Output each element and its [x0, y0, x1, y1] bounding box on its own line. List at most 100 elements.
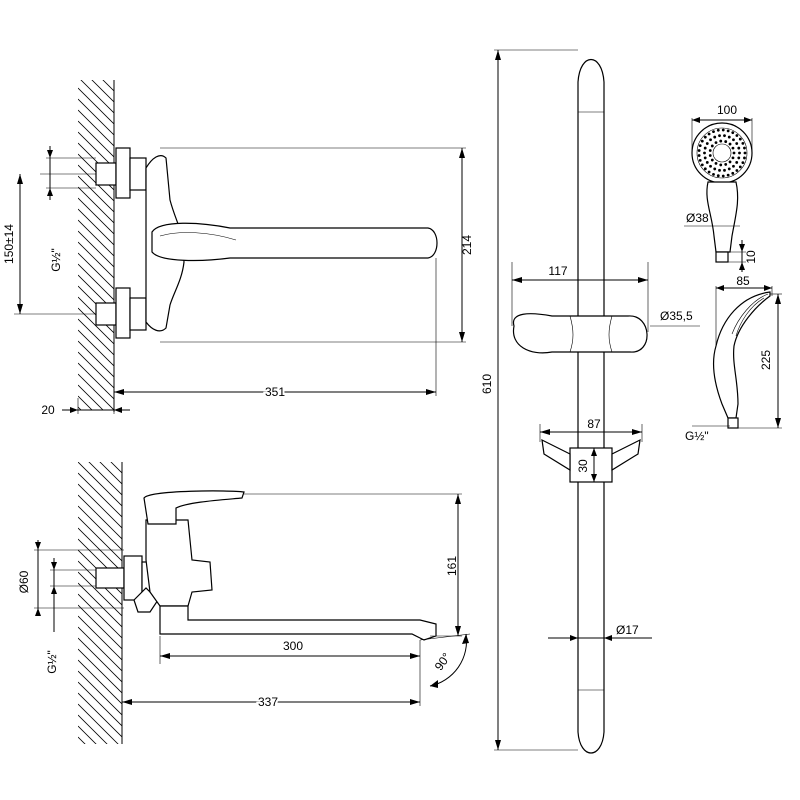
hatch-line [121, 462, 122, 463]
nozzle-dot [698, 158, 702, 162]
nozzle-dot [714, 141, 718, 145]
nozzle-dot [703, 135, 707, 139]
hatch-line [78, 494, 122, 540]
nozzle-dot [707, 132, 711, 136]
mixer-side-lever [143, 490, 245, 525]
hatch-line [80, 80, 114, 114]
hatch-line [78, 571, 122, 617]
nozzle-dot [743, 146, 746, 150]
dim-thread-label: G½" [49, 248, 63, 272]
hatch-line [78, 483, 122, 529]
hatch-line [78, 230, 114, 268]
nozzle-dot [718, 168, 721, 172]
nozzle-dot [737, 146, 741, 150]
dim-neck-label: 10 [744, 250, 758, 264]
nozzle-dot [713, 135, 717, 139]
hatch-line [78, 384, 104, 410]
hatch-line [78, 659, 122, 705]
dim-head-diameter-label: 100 [717, 103, 737, 117]
shower-holder [512, 313, 648, 354]
nozzle-dot [731, 156, 735, 160]
shower-head-side [712, 291, 771, 429]
hatch-line [78, 318, 114, 356]
nozzle-dot [738, 137, 742, 141]
nozzle-dot [743, 156, 746, 160]
hatch-line [78, 329, 114, 367]
nozzle-dot [709, 164, 712, 168]
hatch-line [78, 736, 86, 744]
shower-head-front [691, 122, 753, 263]
dim-center-distance-label: 150±14 [2, 224, 16, 264]
hatch-line [113, 80, 114, 81]
nozzle-dot [732, 164, 735, 168]
hatch-line [99, 462, 122, 485]
nozzle-dot [737, 156, 741, 160]
wall-connector-lower [95, 287, 147, 339]
nozzle-dot [703, 156, 707, 160]
dim-diameter-label: Ø60 [17, 570, 31, 593]
hatch-line [78, 670, 122, 716]
hatch-line [78, 219, 114, 257]
nozzle-dot [727, 135, 731, 139]
nozzle-dot [723, 168, 726, 172]
nozzle-dot [716, 128, 720, 132]
hatch-line [78, 186, 114, 224]
nozzle-dot [705, 142, 709, 145]
hatch-line [78, 131, 114, 169]
nozzle-dot [705, 161, 709, 164]
dim-holder-diameter-label: Ø35,5 [660, 309, 693, 323]
nozzle-dot [735, 134, 739, 137]
hatch-line [78, 725, 97, 744]
nozzle-dot [735, 161, 739, 164]
hatch-line [78, 681, 122, 727]
hatch-line [78, 429, 114, 465]
hatch-line [78, 759, 122, 800]
hatch-line [78, 748, 122, 792]
dim-spout-height-label: 161 [445, 556, 459, 576]
dim-total-reach-label: 337 [258, 695, 278, 709]
dim-holder-width-label: 117 [548, 264, 567, 278]
dim-spout-length-label: 300 [283, 639, 303, 653]
dim-handshower-thread-label: G½" [685, 429, 709, 443]
hatch-line [78, 604, 122, 650]
dim-height-label: 214 [460, 235, 474, 255]
nozzle-dot [713, 167, 717, 171]
hatch-line [78, 472, 122, 518]
hatch-line [78, 362, 114, 400]
nozzle-dot [724, 140, 728, 143]
dim-wall-offset-label: 20 [41, 403, 55, 417]
nozzle-dot [716, 174, 720, 178]
nozzle-dot [712, 172, 715, 176]
nozzle-dot [723, 134, 726, 138]
hatch-line [78, 98, 114, 136]
hatch-line [91, 80, 114, 103]
hatch-line [102, 80, 114, 92]
hatch-line [78, 351, 114, 389]
wall-connector-upper [95, 147, 147, 199]
mixer-side-body [145, 519, 213, 607]
hatch-line [78, 781, 122, 800]
dim-bracket-height-label: 30 [576, 459, 590, 473]
nozzle-dot [738, 165, 742, 169]
mixer-side-view: 161 Ø60 G½" 300 337 90° [17, 462, 471, 800]
spout [159, 605, 437, 641]
hatch-line [78, 505, 122, 551]
hatch-line [78, 208, 114, 246]
dim-rail-diameter-label: Ø17 [616, 623, 639, 637]
hatch-line [78, 252, 114, 290]
dim-handle-diameter-label: Ø38 [686, 211, 709, 225]
hatch-line [78, 263, 114, 301]
hatch-line [78, 582, 122, 628]
nozzle-dot [732, 138, 735, 142]
nozzle-dot [724, 163, 728, 166]
dim-angle-label: 90° [432, 650, 454, 673]
hatch-line [78, 703, 119, 744]
nozzle-dot [700, 139, 704, 143]
hatch-line [78, 714, 108, 744]
nozzle-dot [707, 170, 711, 174]
nozzle-dot [708, 154, 712, 157]
hatch-line [78, 516, 122, 562]
wall-section-top [78, 80, 115, 465]
dim-depth-label: 85 [736, 274, 750, 288]
